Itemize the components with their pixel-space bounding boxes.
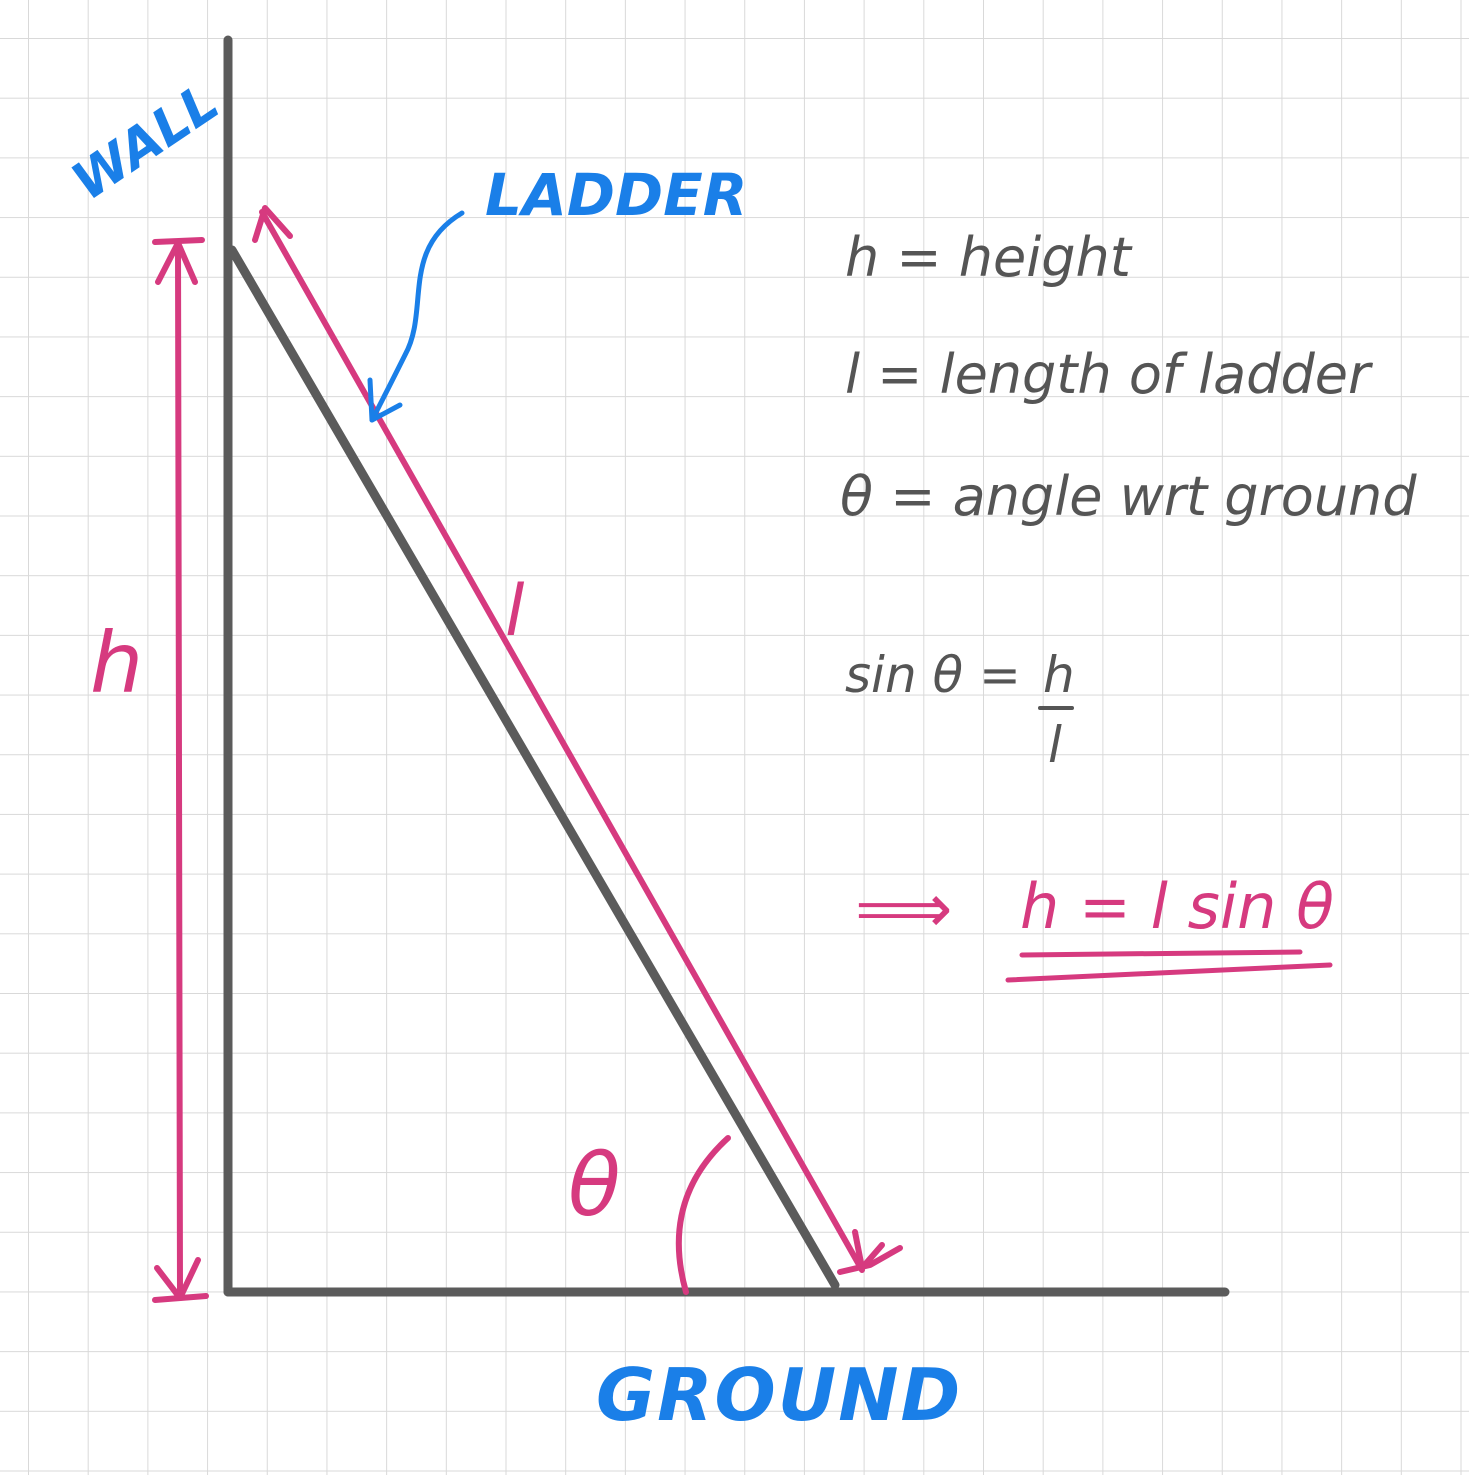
definition-height: h = height: [845, 226, 1133, 289]
result-underline-1: [1019, 949, 1303, 958]
wall-label: WALL: [62, 72, 230, 212]
ladder-callout-arrow: [367, 210, 465, 423]
theta-label: θ: [568, 1136, 621, 1236]
height-label: h: [90, 614, 143, 712]
sin-equation-lhs: sin θ =: [845, 646, 1021, 704]
length-label: l: [505, 570, 525, 652]
implies-arrow: ⟹: [855, 870, 952, 949]
fraction-denominator: l: [1048, 716, 1062, 774]
result-underline-2: [1005, 962, 1333, 983]
height-dimension: [152, 237, 209, 1303]
ladder-line: [227, 245, 840, 1290]
definition-length: l = length of ladder: [845, 343, 1373, 406]
definition-angle: θ = angle wrt ground: [840, 465, 1417, 528]
fraction-numerator: h: [1043, 646, 1075, 704]
length-dimension: [252, 205, 903, 1275]
result-equation: h = l sin θ: [1020, 870, 1334, 943]
ground-label: GROUND: [596, 1353, 962, 1437]
ladder-label: LADDER: [485, 161, 747, 229]
angle-arc: [675, 1135, 731, 1295]
